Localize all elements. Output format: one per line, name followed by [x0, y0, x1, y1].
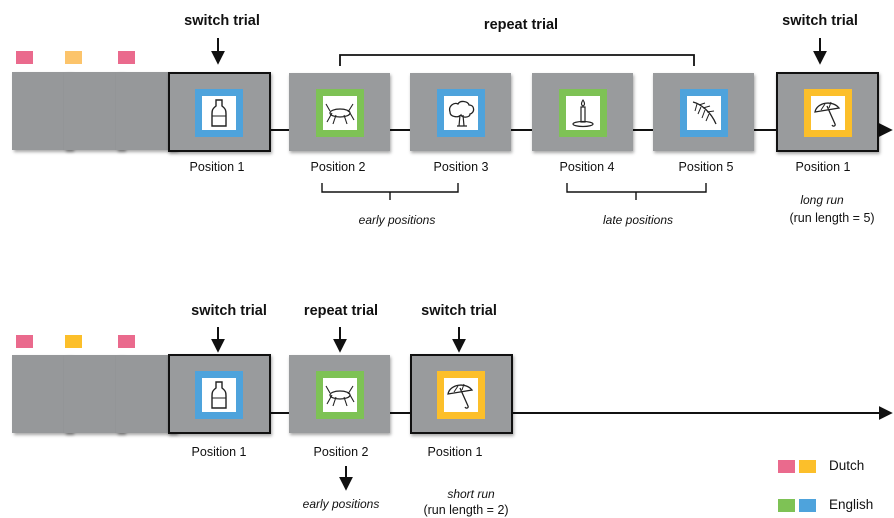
top-run-length: (run length = 5): [789, 211, 875, 225]
bottom-frame-2: [316, 371, 364, 419]
bottom-cue-pink-2: [118, 335, 135, 348]
bottom-frame-3: [437, 371, 485, 419]
top-late-positions-label: late positions: [602, 213, 674, 227]
bottom-run-length: (run length = 2): [423, 503, 509, 517]
candle-icon: [572, 99, 594, 128]
legend-dutch-yellow-swatch: [799, 460, 816, 473]
bottom-run-label: short run: [447, 487, 495, 501]
top-frame-3: [437, 89, 485, 137]
top-frame-4: [559, 89, 607, 137]
bottom-position-label-1: Position 1: [191, 445, 247, 459]
top-cue-pink-1: [16, 51, 33, 64]
umbrella-icon: [814, 101, 841, 127]
top-header-switch-first: switch trial: [184, 13, 260, 29]
bottom-stack-card-1: [12, 355, 72, 433]
top-run-label: long run: [800, 193, 844, 207]
top-position-label-2: Position 2: [310, 160, 366, 174]
bottom-cue-yellow: [65, 335, 82, 348]
top-late-bracket: [566, 183, 707, 200]
legend-english-label: English: [829, 497, 874, 512]
top-cue-orange: [65, 51, 82, 64]
top-cue-pink-2: [118, 51, 135, 64]
feather-icon: [692, 101, 717, 125]
bottom-header-switch-first: switch trial: [191, 303, 267, 319]
legend-english-green-swatch: [778, 499, 795, 512]
top-header-switch-last: switch trial: [782, 13, 858, 29]
top-early-positions-label: early positions: [358, 213, 436, 227]
legend-english-blue-swatch: [799, 499, 816, 512]
bottom-position-label-2: Position 2: [313, 445, 369, 459]
top-frame-1: [195, 89, 243, 137]
bottom-cue-pink-1: [16, 335, 33, 348]
top-position-label-3: Position 3: [433, 160, 489, 174]
umbrella-icon: [447, 383, 474, 409]
bottom-header-switch-last: switch trial: [421, 303, 497, 319]
top-frame-2: [316, 89, 364, 137]
bottom-early-positions-label: early positions: [302, 497, 380, 511]
bottom-position-label-3: Position 1: [427, 445, 483, 459]
top-early-bracket: [321, 183, 459, 200]
bottom-frame-1: [195, 371, 243, 419]
top-position-label-5: Position 5: [678, 160, 734, 174]
bottle-icon: [211, 99, 227, 127]
top-stack-card-3: [116, 72, 176, 150]
legend-dutch-pink-swatch: [778, 460, 795, 473]
top-position-label-1: Position 1: [189, 160, 245, 174]
bottle-icon: [211, 381, 227, 409]
top-position-label-6: Position 1: [795, 160, 851, 174]
bottom-header-repeat: repeat trial: [303, 303, 379, 319]
legend-dutch-label: Dutch: [829, 458, 865, 473]
top-repeat-bracket: [339, 54, 695, 66]
top-frame-5: [680, 89, 728, 137]
top-stack-card-1: [12, 72, 72, 150]
top-frame-6: [804, 89, 852, 137]
top-position-label-4: Position 4: [559, 160, 615, 174]
bottom-stack-card-3: [116, 355, 176, 433]
tree-icon: [448, 100, 475, 127]
bottom-stack-card-2: [64, 355, 124, 433]
grasshopper-icon: [325, 385, 355, 407]
top-header-repeat: repeat trial: [483, 17, 559, 33]
top-stack-card-2: [64, 72, 124, 150]
grasshopper-icon: [325, 103, 355, 125]
